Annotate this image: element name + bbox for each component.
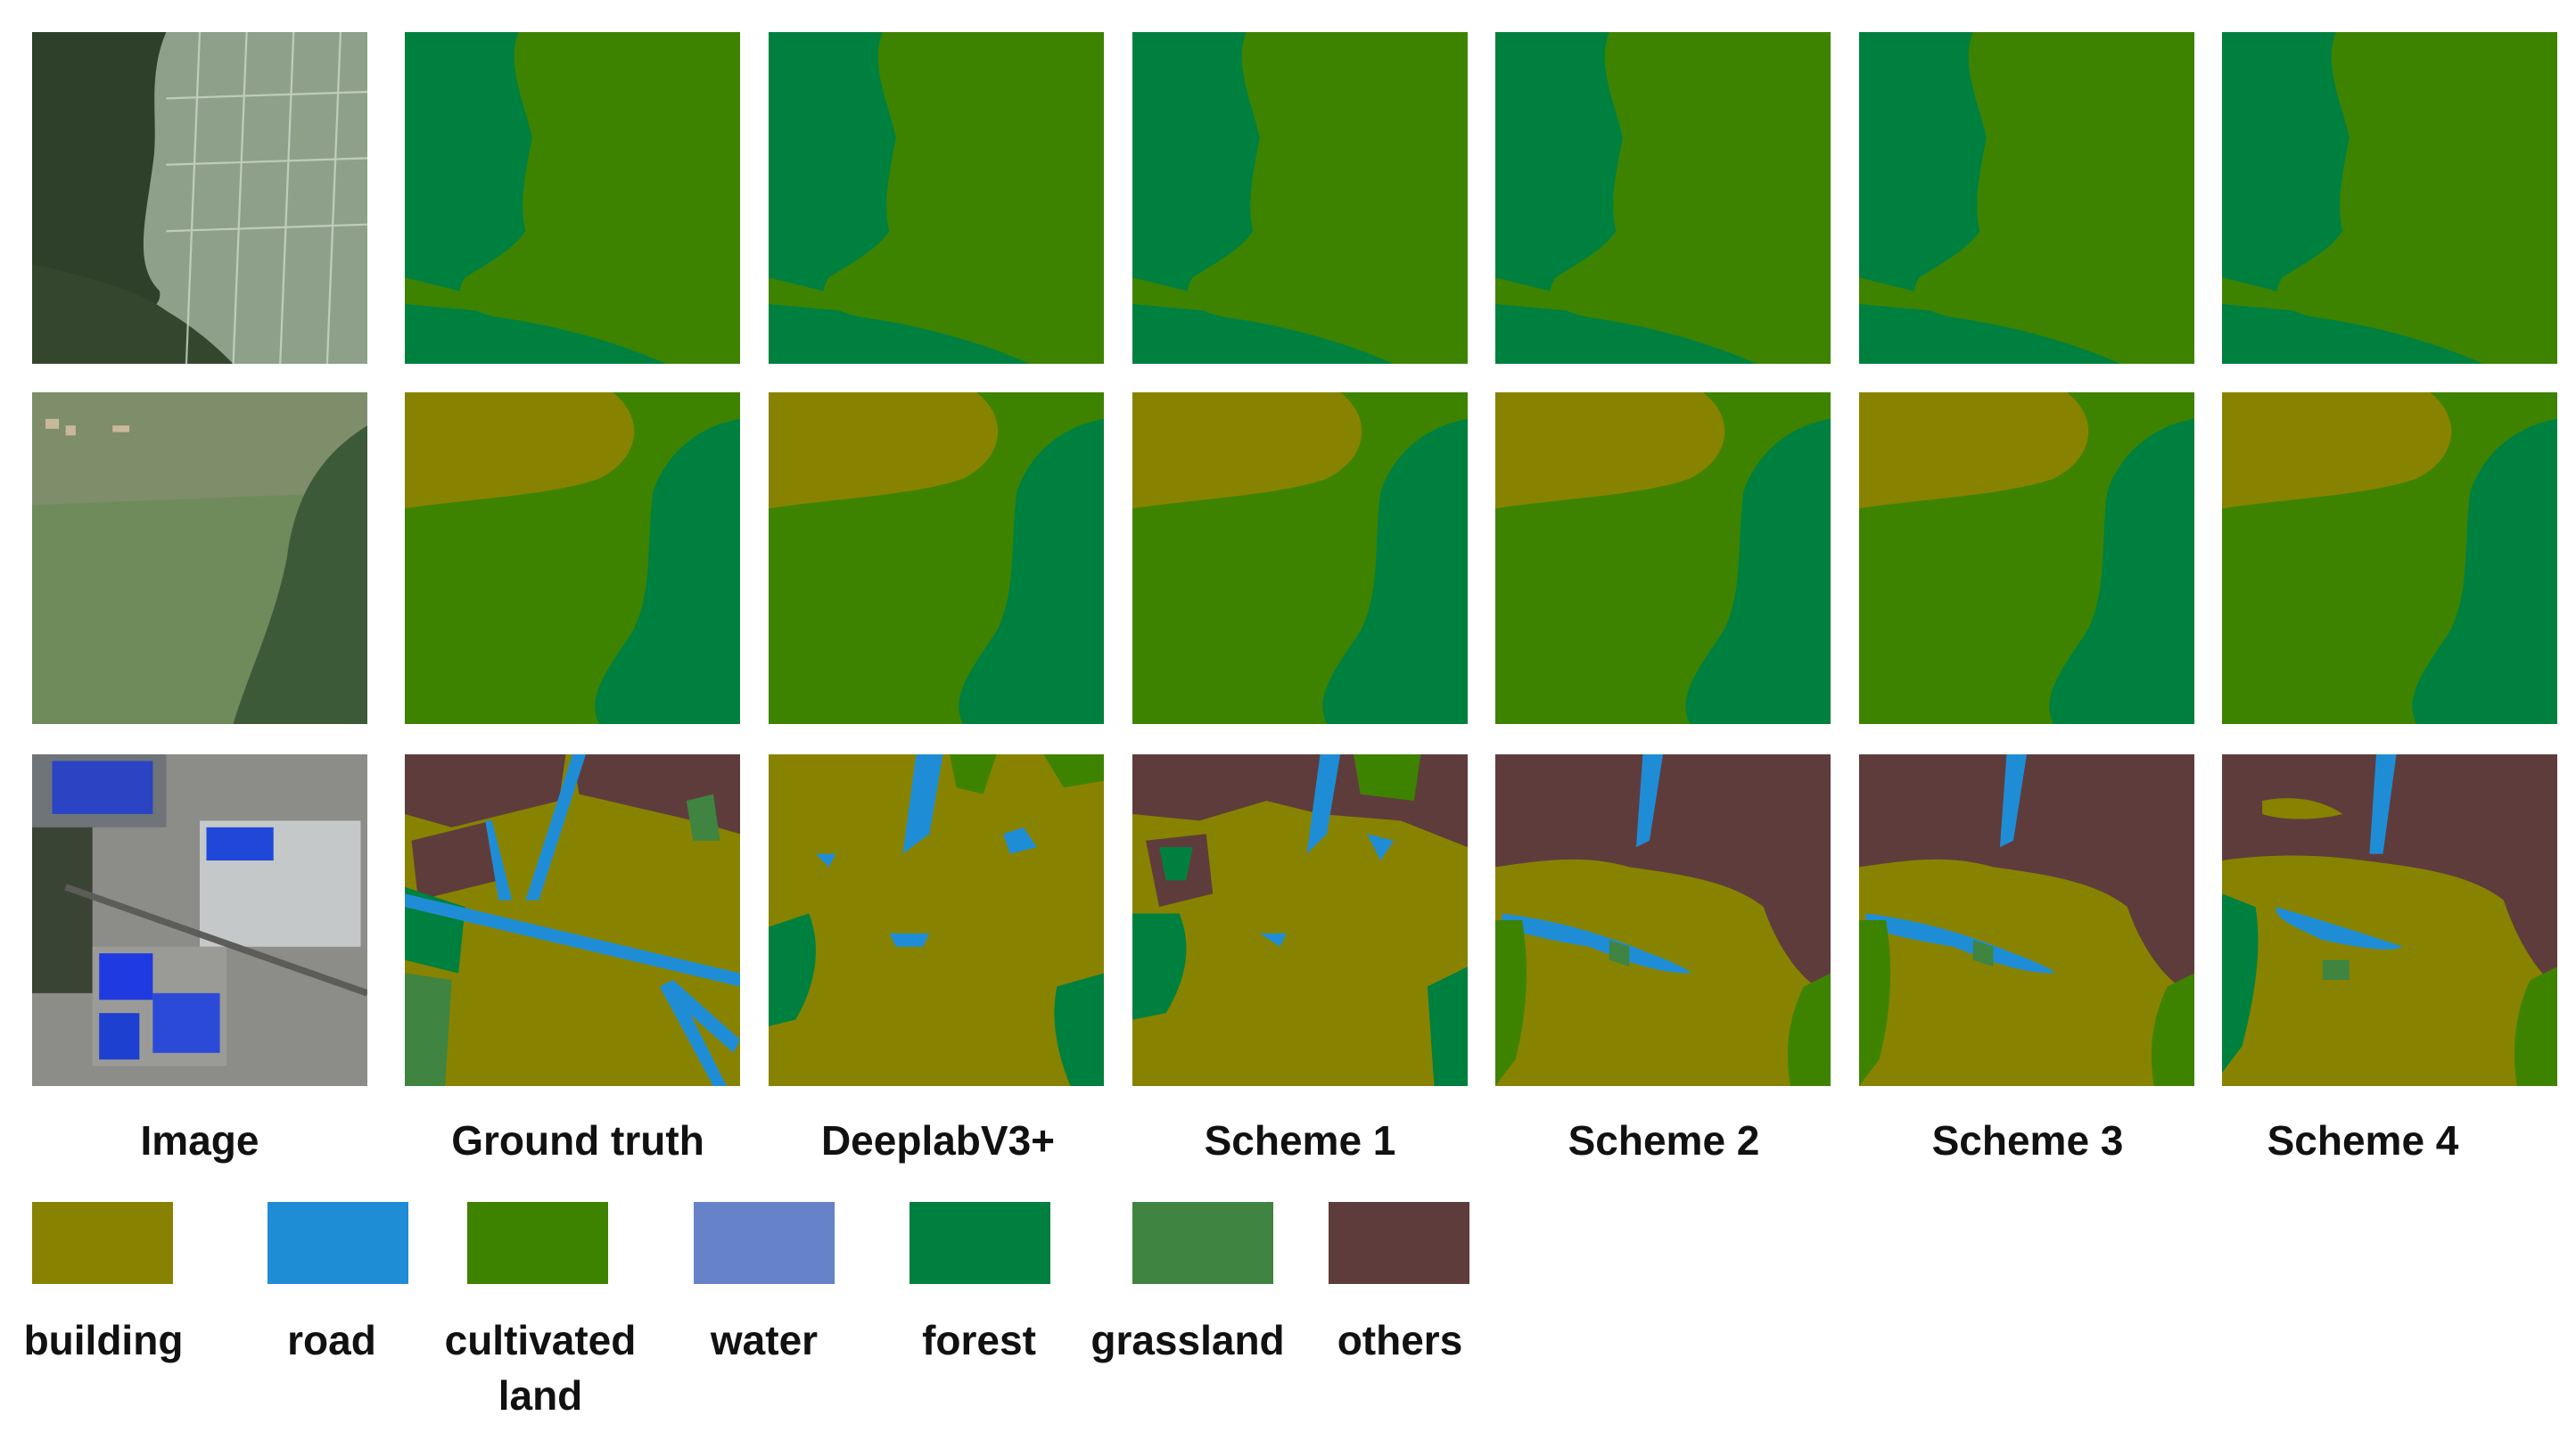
legend-label-grassland: grassland <box>1090 1317 1285 1363</box>
deeplab-row-3 <box>769 754 1104 1086</box>
scheme-1-row-2 <box>1132 392 1468 724</box>
scheme-3-row-3 <box>1859 754 2194 1086</box>
legend-label-cultivated-land: cultivated land <box>444 1317 637 1419</box>
legend-swatch-grassland <box>1132 1202 1273 1284</box>
aerial-image-row-2 <box>32 392 367 724</box>
legend-swatch-cultivated-land <box>467 1202 608 1284</box>
legend-swatch-road <box>267 1202 408 1284</box>
column-label-scheme-3: Scheme 3 <box>1931 1117 2124 1164</box>
deeplab-row-1 <box>769 32 1104 364</box>
legend-label-building: building <box>23 1317 184 1363</box>
legend-swatch-water <box>694 1202 835 1284</box>
scheme-1-row-1 <box>1132 32 1468 364</box>
column-label-image: Image <box>140 1117 259 1164</box>
deeplab-row-2 <box>769 392 1104 724</box>
scheme-3-row-1 <box>1859 32 2194 364</box>
legend-label-water: water <box>710 1317 819 1363</box>
ground-truth-row-1 <box>405 32 740 364</box>
column-label-scheme-2: Scheme 2 <box>1568 1117 1760 1164</box>
ground-truth-row-3 <box>405 754 740 1086</box>
legend-swatch-building <box>32 1202 173 1284</box>
column-label-scheme-4: Scheme 4 <box>2267 1117 2459 1164</box>
scheme-2-row-2 <box>1495 392 1831 724</box>
column-label-ground-truth: Ground truth <box>451 1117 704 1164</box>
scheme-1-row-3 <box>1132 754 1468 1086</box>
ground-truth-row-2 <box>405 392 740 724</box>
scheme-3-row-2 <box>1859 392 2194 724</box>
legend-swatch-forest <box>909 1202 1050 1284</box>
legend-label-others: others <box>1337 1317 1463 1363</box>
column-label-deeplab: DeeplabV3+ <box>820 1117 1056 1164</box>
scheme-4-row-2 <box>2222 392 2557 724</box>
legend-label-road: road <box>287 1317 376 1363</box>
legend-swatch-others <box>1329 1202 1469 1284</box>
column-label-scheme-1: Scheme 1 <box>1204 1117 1396 1164</box>
scheme-2-row-3 <box>1495 754 1831 1086</box>
aerial-image-row-3 <box>32 754 367 1086</box>
legend-label-forest: forest <box>922 1317 1036 1363</box>
scheme-4-row-3 <box>2222 754 2557 1086</box>
aerial-image-row-1 <box>32 32 367 364</box>
scheme-4-row-1 <box>2222 32 2557 364</box>
scheme-2-row-1 <box>1495 32 1831 364</box>
